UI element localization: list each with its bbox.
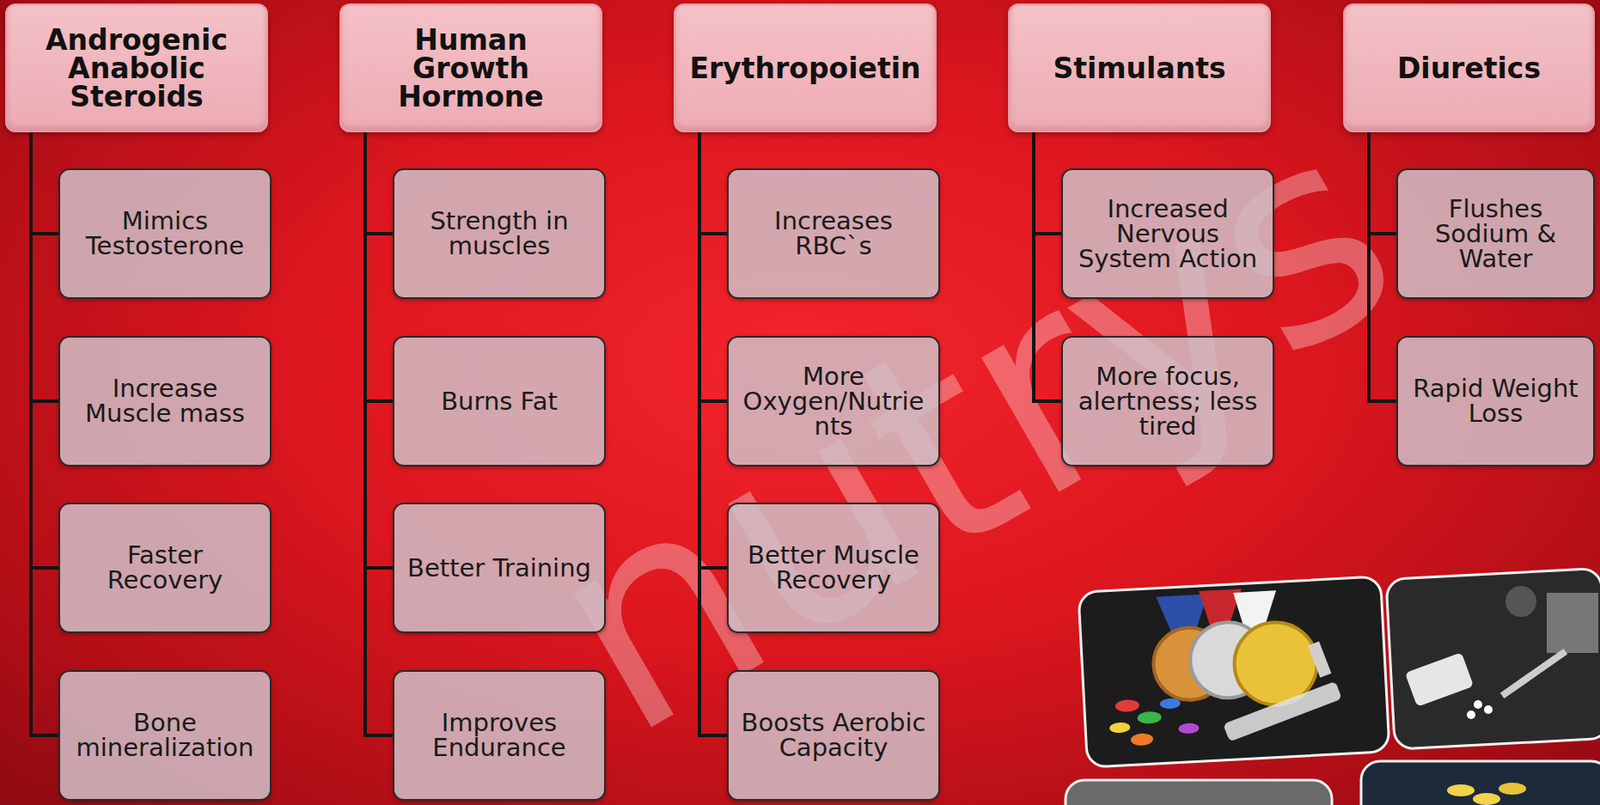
syringe-plunger [1307,641,1332,678]
formula-photo [1065,780,1332,805]
tree-connector [699,132,727,234]
watermark: nutrys [509,80,1434,778]
effect-box: Boosts Aerobic Capacity [726,670,941,801]
effect-text: Strength in muscles [403,208,596,259]
effect-text: Burns Fat [403,389,596,415]
tree-connector [1033,132,1062,402]
effect-text: More focus, alertness; less tired [1071,364,1265,440]
header-text: Erythropoietin [685,54,925,83]
header-text: Human Growth Hormone [351,25,591,111]
effect-text: Flushes Sodium & Water [1406,196,1585,272]
effect-box: Improves Endurance [392,670,606,801]
effect-box: Rapid Weight Loss [1396,335,1595,467]
medals-photo [1078,576,1390,768]
dumbbell [1505,586,1537,617]
capsule [1472,793,1501,805]
effect-text: Bone mineralization [68,710,262,761]
category-header: Human Growth Hormone [339,3,603,133]
tree-connector [699,132,727,736]
tree-connector [365,132,393,234]
photo-frame [1386,567,1600,750]
tree-connector [1033,132,1062,234]
tree-connector [365,132,393,402]
tree-connector [30,132,59,234]
effect-text: Increased Nervous System Action [1071,196,1265,272]
tree-connector [1368,132,1397,402]
pill [1466,710,1476,720]
effect-text: Better Muscle Recovery [737,543,930,593]
effect-box: More Oxygen/Nutrients [726,335,941,467]
effect-box: Increase Muscle mass [58,335,272,467]
effect-box: Strength in muscles [392,168,606,300]
effect-text: Improves Endurance [403,710,596,761]
tree-connector [699,132,727,402]
syringe [1500,648,1568,699]
tree-connector [365,132,393,568]
effect-text: Faster Recovery [68,543,262,593]
pill [1160,697,1182,709]
effect-box: Better Training [392,502,606,634]
tree-connector [1368,132,1397,234]
effect-box: Increased Nervous System Action [1061,168,1275,300]
effect-box: Mimics Testosterone [58,168,272,300]
header-text: Androgenic Anabolic Steroids [17,25,257,111]
effect-box: Flushes Sodium & Water [1396,168,1595,300]
pill [1115,699,1141,713]
pill [1130,732,1155,746]
photo-frame [1078,576,1390,768]
pill [1109,721,1131,733]
category-header: Diuretics [1343,3,1595,133]
effect-text: Mimics Testosterone [68,208,262,259]
category-header: Stimulants [1007,3,1271,133]
gym-photo [1386,567,1600,750]
category-header: Androgenic Anabolic Steroids [5,3,269,133]
effect-text: More Oxygen/Nutrients [737,364,930,440]
effect-text: Better Training [403,555,596,581]
effect-box: Faster Recovery [58,502,272,634]
photo-frame [1065,780,1332,805]
pill [1483,705,1493,715]
tree-connector [30,132,59,402]
blister-pack [1404,652,1474,707]
tree-connector [30,132,59,568]
capsules-photo [1361,761,1600,805]
effect-text: Increase Muscle mass [68,376,262,427]
category-header: Erythropoietin [673,3,937,133]
athlete-figure [1546,592,1599,654]
pill [1136,710,1162,724]
effect-text: Rapid Weight Loss [1406,376,1585,427]
tree-connector [365,132,393,736]
effect-box: Bone mineralization [58,670,272,801]
effect-box: Increases RBC`s [726,168,941,300]
photo-frame [1361,761,1600,805]
pill [1178,722,1200,734]
effect-box: Better Muscle Recovery [726,502,941,634]
capsule [1447,784,1475,797]
effect-text: Boosts Aerobic Capacity [737,710,930,761]
header-text: Stimulants [1019,54,1259,83]
pill [1473,700,1483,709]
header-text: Diuretics [1355,54,1583,83]
syringe [1222,681,1343,743]
effect-box: More focus, alertness; less tired [1061,335,1275,467]
effect-text: Increases RBC`s [737,208,930,259]
capsule [1498,782,1527,795]
tree-connector [30,132,59,736]
effect-box: Burns Fat [392,335,606,467]
tree-connector [699,132,727,568]
